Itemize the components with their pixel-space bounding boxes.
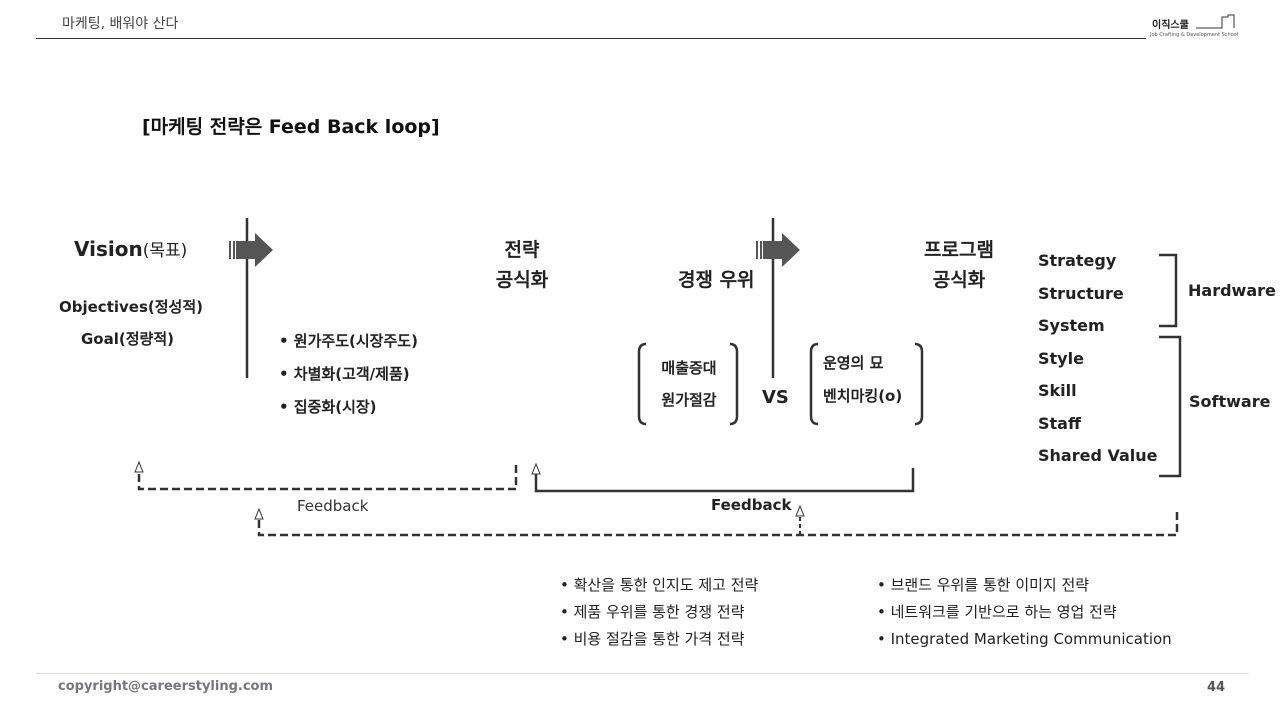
bottom-left-list: • 확산을 통한 인지도 제고 전략 • 제품 우위를 통한 경쟁 전략 • 비… — [560, 572, 758, 653]
vs-label: VS — [762, 387, 789, 408]
feedback-loop-2 — [534, 468, 915, 493]
footer-divider — [36, 673, 1249, 674]
bottom-right-item: • 브랜드 우위를 통한 이미지 전략 — [877, 576, 1090, 594]
strategy-bullet: • 집중화(시장) — [279, 398, 377, 416]
objectives-label: Objectives(정성적) — [59, 298, 203, 316]
bottom-right-item: • 네트워크를 기반으로 하는 영업 전략 — [877, 603, 1117, 621]
feedback-arrowhead-2 — [531, 462, 541, 475]
program-formalize: 프로그램 공식화 — [912, 235, 1006, 295]
comp-right-group: 운영의 묘 벤치마킹(o) — [823, 347, 902, 413]
comp-right-item: 벤치마킹(o) — [823, 387, 903, 405]
feedback-label-right: Feedback — [711, 496, 792, 514]
program-formalize-line: 공식화 — [932, 269, 986, 291]
goal-label: Goal(정량적) — [81, 330, 174, 348]
strategy-formalize-line: 공식화 — [495, 269, 549, 291]
footer-copyright: copyright@careerstyling.com — [58, 679, 274, 694]
bottom-right-item: • Integrated Marketing Communication — [877, 630, 1172, 648]
competitive-advantage: 경쟁 우위 — [678, 269, 755, 291]
feedback-arrowhead-3 — [254, 507, 264, 520]
bracket-left-close — [729, 342, 739, 426]
page-number: 44 — [1207, 680, 1226, 695]
vision-text: Vision — [74, 237, 143, 261]
arrow-right-icon-2 — [756, 233, 800, 267]
logo-subtitle: Job Crafting & Development School — [1150, 32, 1239, 38]
feedback-arrowhead-4 — [795, 504, 805, 517]
software-label: Software — [1189, 392, 1271, 411]
comp-left-item: 매출증대 — [661, 359, 717, 377]
program-formalize-line: 프로그램 — [924, 239, 994, 261]
header-divider — [36, 38, 1146, 39]
bottom-left-item: • 비용 절감을 통한 가격 전략 — [560, 630, 745, 648]
header-title: 마케팅, 배워야 산다 — [62, 16, 179, 32]
seven-s-item: System — [1038, 316, 1105, 335]
bracket-left-open — [637, 342, 647, 426]
logo-line — [1196, 14, 1235, 29]
seven-s-item: Structure — [1038, 283, 1124, 303]
seven-s-item: Strategy — [1038, 251, 1117, 270]
hardware-bracket — [1159, 253, 1178, 328]
feedback-label-left: Feedback — [297, 497, 369, 515]
logo-text: 이직스쿨 — [1152, 20, 1189, 31]
software-bracket — [1159, 335, 1182, 478]
bottom-right-list: • 브랜드 우위를 통한 이미지 전략 • 네트워크를 기반으로 하는 영업 전… — [877, 572, 1172, 653]
comp-left-group: 매출증대 원가절감 — [649, 352, 729, 416]
seven-s-item: Staff — [1038, 413, 1081, 433]
bottom-left-item: • 제품 우위를 통한 경쟁 전략 — [560, 603, 745, 621]
seven-s-list: Strategy Structure System Style Skill St… — [1038, 245, 1158, 473]
feedback-loop-3 — [257, 512, 1179, 537]
comp-left-item: 원가절감 — [661, 391, 717, 409]
seven-s-item: Shared Value — [1038, 446, 1158, 465]
slide-title: [마케팅 전략은 Feed Back loop] — [142, 116, 440, 138]
strategy-formalize: 전략 공식화 — [482, 235, 562, 295]
seven-s-item: Skill — [1038, 381, 1077, 400]
vision-label: Vision(목표) — [74, 236, 187, 261]
strategy-bullet: • 차별화(고객/제품) — [279, 365, 410, 383]
bottom-left-item: • 확산을 통한 인지도 제고 전략 — [560, 576, 759, 594]
strategy-bullet-list: • 원가주도(시장주도) • 차별화(고객/제품) • 집중화(시장) — [279, 325, 418, 424]
arrow-right-icon-1 — [229, 233, 273, 267]
vision-suffix: (목표) — [142, 241, 188, 261]
strategy-bullet: • 원가주도(시장주도) — [279, 332, 418, 350]
strategy-formalize-line: 전략 — [504, 239, 540, 261]
comp-right-item: 운영의 묘 — [823, 354, 884, 372]
bracket-right-open — [809, 342, 819, 426]
feedback-loop-1 — [137, 465, 518, 491]
feedback-arrowhead-1 — [134, 460, 144, 473]
seven-s-item: Style — [1038, 348, 1084, 368]
hardware-label: Hardware — [1188, 281, 1276, 300]
bracket-right-close — [914, 342, 924, 426]
